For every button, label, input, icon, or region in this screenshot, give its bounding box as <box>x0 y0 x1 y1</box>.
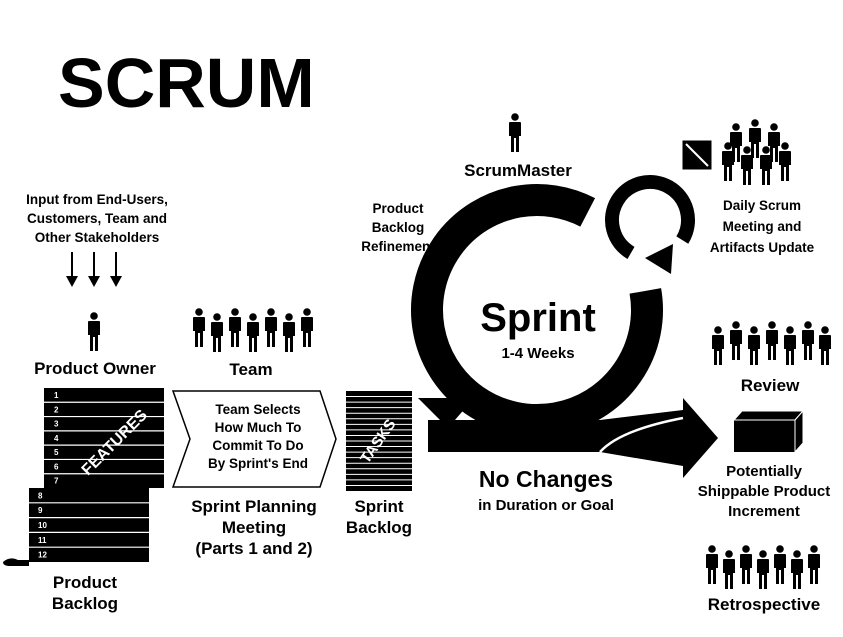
increment-line: Increment <box>728 503 800 520</box>
person-icon <box>740 545 752 584</box>
person-icon <box>791 550 803 589</box>
daily-scrum-line: Daily Scrum <box>723 198 801 213</box>
person-icon <box>749 119 761 158</box>
sprint-label: Sprint <box>480 296 596 340</box>
backlog-number: 9 <box>38 506 43 515</box>
person-icon <box>265 308 277 347</box>
person-icon <box>193 308 205 347</box>
backlog-number: 12 <box>38 551 47 560</box>
person-icon <box>712 326 724 365</box>
backlog-number: 8 <box>38 491 43 500</box>
product-backlog-label: Product <box>53 573 118 592</box>
review-people <box>712 321 831 365</box>
person-icon <box>706 545 718 584</box>
sprint-planning-label: Sprint Planning <box>191 497 317 516</box>
scroll-curl <box>3 558 29 566</box>
box-icon <box>732 409 805 454</box>
backlog-number: 2 <box>54 405 59 414</box>
backlog-number: 7 <box>54 477 59 486</box>
product-owner-label: Product Owner <box>34 359 156 378</box>
refinement-line: Backlog <box>372 220 425 235</box>
team-label: Team <box>229 360 272 379</box>
team-selects-line: By Sprint's End <box>208 456 308 471</box>
input-text: Input from End-Users, Customers, Team an… <box>26 192 168 245</box>
sprint-cycle <box>411 175 695 436</box>
daily-scrum-line: Meeting and <box>723 219 802 234</box>
backlog-number: 5 <box>54 448 59 457</box>
backlog-number: 3 <box>54 420 59 429</box>
team-selects-line: Commit To Do <box>212 438 303 453</box>
down-arrow-icon <box>66 252 122 287</box>
increment-line: Potentially <box>726 463 803 480</box>
person-icon <box>808 545 820 584</box>
person-icon <box>819 326 831 365</box>
refinement-line: Product <box>372 201 424 216</box>
team-selects-line: How Much To <box>215 420 302 435</box>
input-line: Input from End-Users, <box>26 192 168 207</box>
no-changes-label: No Changes <box>479 466 613 492</box>
scrummaster-label: ScrumMaster <box>464 161 572 180</box>
increment-line: Shippable Product <box>698 483 831 500</box>
refinement-line: Refinement <box>361 239 435 254</box>
person-icon <box>211 313 223 352</box>
team-selects-line: Team Selects <box>215 402 300 417</box>
daily-scrum-people <box>722 119 791 185</box>
arrow-highlight <box>599 416 684 453</box>
backlog-number: 4 <box>54 434 59 443</box>
backlog-number: 10 <box>38 521 47 530</box>
retrospective-people <box>706 545 820 589</box>
product-backlog-label: Backlog <box>52 594 118 613</box>
person-icon <box>229 308 241 347</box>
sprint-duration: 1-4 Weeks <box>501 345 574 362</box>
clock-icon <box>681 139 713 171</box>
person-icon <box>283 313 295 352</box>
person-icon <box>748 326 760 365</box>
daily-scrum-line: Artifacts Update <box>710 240 815 255</box>
person-icon <box>509 113 521 152</box>
sprint-backlog-stack: TASKS <box>346 391 412 491</box>
input-line: Customers, Team and <box>27 211 167 226</box>
sprint-planning-label: Meeting <box>222 518 286 537</box>
backlog-number: 1 <box>54 391 59 400</box>
person-icon <box>730 321 742 360</box>
retrospective-label: Retrospective <box>708 595 820 614</box>
team-people <box>193 308 313 352</box>
output-arrow <box>428 398 718 478</box>
person-icon <box>301 308 313 347</box>
flow-arrow-icon <box>171 390 337 488</box>
input-line: Other Stakeholders <box>35 230 160 245</box>
person-icon <box>802 321 814 360</box>
person-icon <box>757 550 769 589</box>
person-icon <box>247 313 259 352</box>
sprint-backlog-label: Sprint <box>354 497 403 516</box>
person-icon <box>779 142 791 181</box>
sprint-planning-label: (Parts 1 and 2) <box>195 539 312 558</box>
person-icon <box>774 545 786 584</box>
person-icon <box>723 550 735 589</box>
person-icon <box>766 321 778 360</box>
person-icon <box>88 312 100 351</box>
backlog-number: 6 <box>54 462 59 471</box>
review-label: Review <box>741 376 800 395</box>
no-changes-sub: in Duration or Goal <box>478 497 614 514</box>
person-icon <box>784 326 796 365</box>
diagram-title: SCRUM <box>58 44 315 122</box>
sprint-backlog-label: Backlog <box>346 518 412 537</box>
backlog-number: 11 <box>38 536 47 545</box>
